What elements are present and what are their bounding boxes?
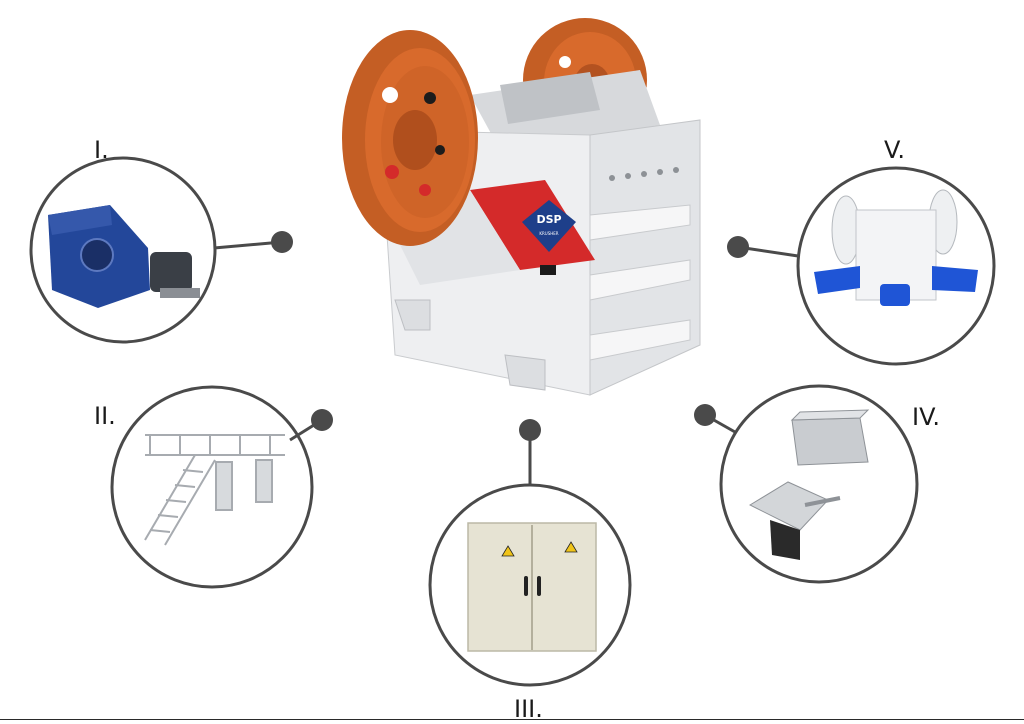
svg-text:DSP: DSP (536, 213, 561, 226)
label-ii: II. (94, 402, 116, 430)
callout-ii[interactable] (110, 385, 333, 589)
jaw-crusher-main: DSP KRUSHER (342, 18, 701, 396)
label-iv: IV. (912, 403, 941, 431)
svg-text:KRUSHER: KRUSHER (539, 231, 558, 236)
callout-i[interactable] (29, 156, 293, 344)
callout-iii[interactable] (428, 419, 632, 687)
label-v: V. (884, 136, 905, 164)
hopper-chute-icon (748, 409, 870, 560)
callout-v[interactable] (727, 166, 996, 366)
dsp-logo: DSP KRUSHER (522, 200, 576, 252)
callout-iv[interactable] (694, 384, 919, 584)
flywheel-left (342, 30, 478, 246)
control-cabinet-icon (467, 522, 597, 652)
label-i: I. (94, 136, 109, 164)
drive-motor-icon (48, 205, 200, 308)
service-platform-icon (144, 434, 285, 546)
label-iii: III. (514, 695, 543, 723)
discharge-shelves (589, 204, 691, 361)
hydraulic-adjustment-icon (814, 189, 978, 306)
bottom-rule (0, 719, 1024, 720)
